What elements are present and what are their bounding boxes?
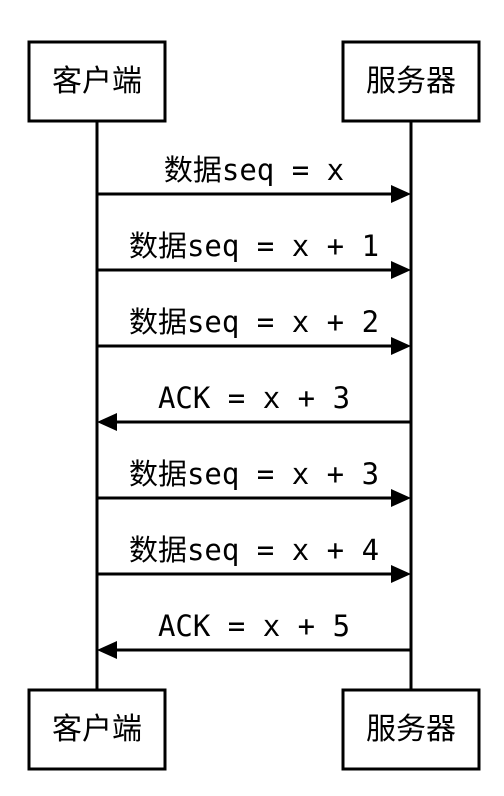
message-label: 数据seq = x + 1 <box>129 229 379 263</box>
participant-box <box>341 688 481 771</box>
participant-label: 服务器 <box>366 64 456 99</box>
participant-server-bottom: 服务器 <box>341 688 481 771</box>
message-to-client: ACK = x + 3 <box>97 381 411 431</box>
message-label: 数据seq = x + 4 <box>129 533 379 567</box>
message-label: 数据seq = x + 3 <box>129 457 379 491</box>
participant-box <box>341 40 481 123</box>
participant-box <box>27 688 167 771</box>
message-label: ACK = x + 5 <box>158 609 350 643</box>
participant-server-top: 服务器 <box>341 40 481 123</box>
arrowhead-icon <box>97 413 117 431</box>
arrowhead-icon <box>391 489 411 507</box>
arrowhead-icon <box>97 641 117 659</box>
participant-client-bottom: 客户端 <box>27 688 167 771</box>
arrowhead-icon <box>391 261 411 279</box>
arrowhead-icon <box>391 337 411 355</box>
message-to-server: 数据seq = x + 4 <box>97 533 411 583</box>
message-list: 数据seq = x 数据seq = x + 1 数据seq = x + 2 ACK =… <box>97 153 411 659</box>
participant-label: 服务器 <box>366 712 456 747</box>
message-to-server: 数据seq = x <box>97 153 411 203</box>
participant-box <box>27 40 167 123</box>
message-to-server: 数据seq = x + 1 <box>97 229 411 279</box>
message-label: 数据seq = x + 2 <box>129 305 379 339</box>
participant-client-top: 客户端 <box>27 40 167 123</box>
arrowhead-icon <box>391 565 411 583</box>
message-to-server: 数据seq = x + 2 <box>97 305 411 355</box>
participant-label: 客户端 <box>52 712 142 747</box>
participant-label: 客户端 <box>52 64 142 99</box>
message-to-server: 数据seq = x + 3 <box>97 457 411 507</box>
message-label: ACK = x + 3 <box>158 381 350 415</box>
arrowhead-icon <box>391 185 411 203</box>
message-label: 数据seq = x <box>164 153 344 187</box>
message-to-client: ACK = x + 5 <box>97 609 411 659</box>
